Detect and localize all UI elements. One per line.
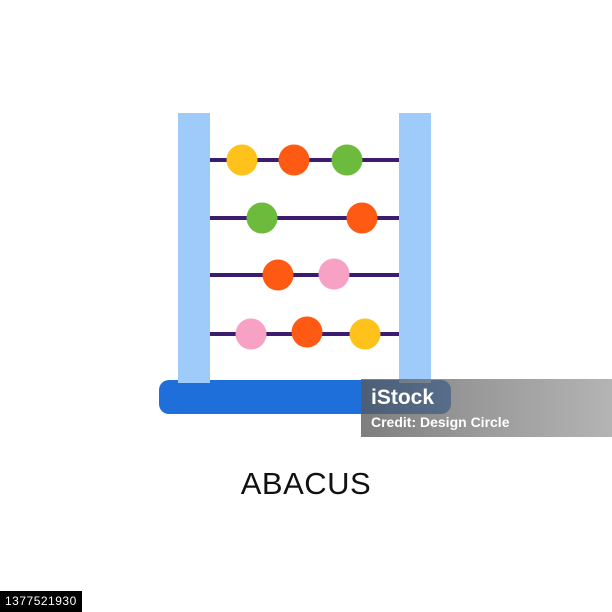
abacus-right-post	[399, 113, 431, 383]
abacus-bead	[278, 144, 310, 176]
abacus-rod-row-4	[210, 316, 399, 350]
abacus-bead	[291, 316, 323, 348]
abacus-bead	[246, 202, 278, 234]
abacus-rod-row-3	[210, 258, 399, 291]
abacus-left-post	[178, 113, 210, 383]
illustration-caption: ABACUS	[240, 466, 372, 501]
abacus-bead	[235, 318, 267, 350]
abacus-rod-row-1	[210, 144, 399, 176]
abacus-bead	[226, 144, 258, 176]
abacus-bead	[346, 202, 378, 234]
abacus-rod-row-2	[210, 202, 399, 234]
abacus-rod	[210, 273, 399, 277]
stock-watermark: iStock Credit: Design Circle	[361, 379, 612, 437]
abacus-rod	[210, 216, 399, 220]
watermark-brand: iStock	[371, 386, 435, 409]
abacus-bead	[318, 258, 350, 290]
watermark-credit: Credit: Design Circle	[371, 414, 510, 430]
stock-id-label: 1377521930	[0, 591, 82, 612]
abacus-bead	[349, 318, 381, 350]
abacus-bead	[331, 144, 363, 176]
abacus-bead	[262, 259, 294, 291]
